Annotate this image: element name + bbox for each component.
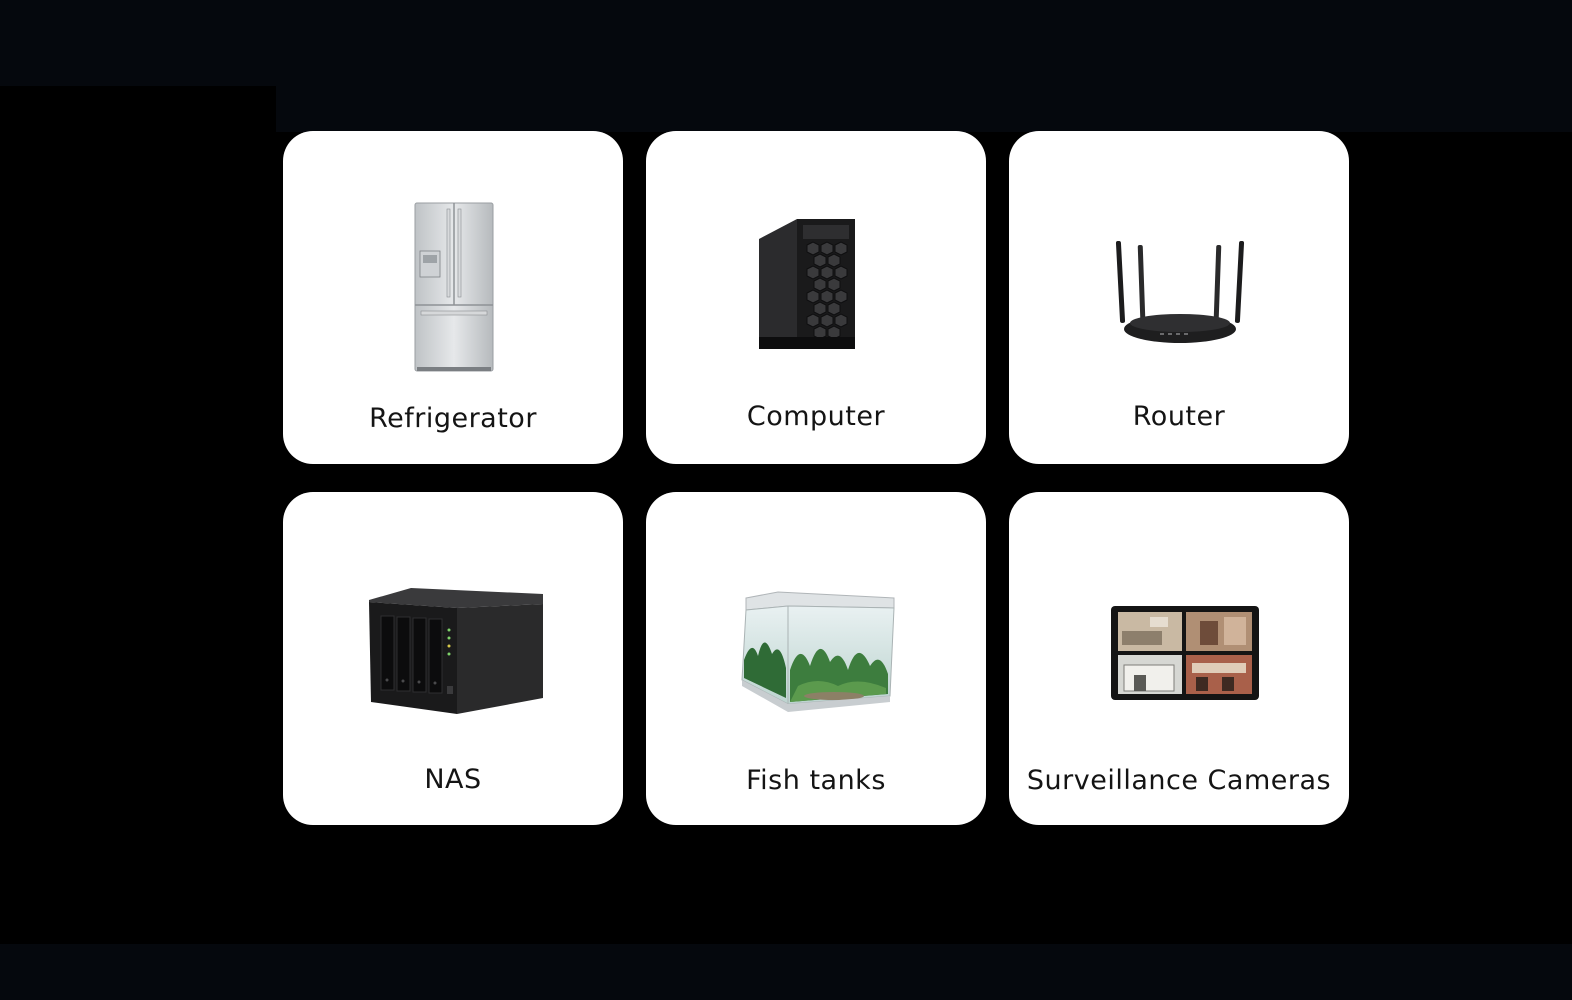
device-label: Refrigerator (369, 403, 537, 434)
fish-tank-icon (741, 591, 895, 712)
device-card-router[interactable]: Router (1009, 131, 1349, 464)
device-label: Surveillance Cameras (1026, 765, 1332, 796)
router-icon (1115, 241, 1245, 343)
refrigerator-image (283, 131, 623, 391)
device-card-computer[interactable]: Computer (646, 131, 986, 464)
nas-image (283, 492, 623, 752)
surveillance-monitor-image (1009, 492, 1349, 752)
computer-tower-icon (759, 219, 855, 349)
top-band-notch (0, 86, 276, 132)
router-image (1009, 131, 1349, 391)
refrigerator-icon (414, 202, 494, 372)
device-card-nas[interactable]: NAS (283, 492, 623, 825)
device-label: NAS (424, 764, 482, 795)
device-card-surveillance-cameras[interactable]: Surveillance Cameras (1009, 492, 1349, 825)
device-label: Fish tanks (746, 765, 886, 796)
device-label: Router (1132, 401, 1226, 432)
fish-tank-image (646, 492, 986, 752)
bottom-band (0, 944, 1572, 1000)
computer-image (646, 131, 986, 391)
device-card-fish-tanks[interactable]: Fish tanks (646, 492, 986, 825)
nas-icon (369, 588, 543, 714)
surveillance-monitor-icon (1111, 606, 1259, 700)
device-card-refrigerator[interactable]: Refrigerator (283, 131, 623, 464)
device-label: Computer (746, 401, 886, 432)
